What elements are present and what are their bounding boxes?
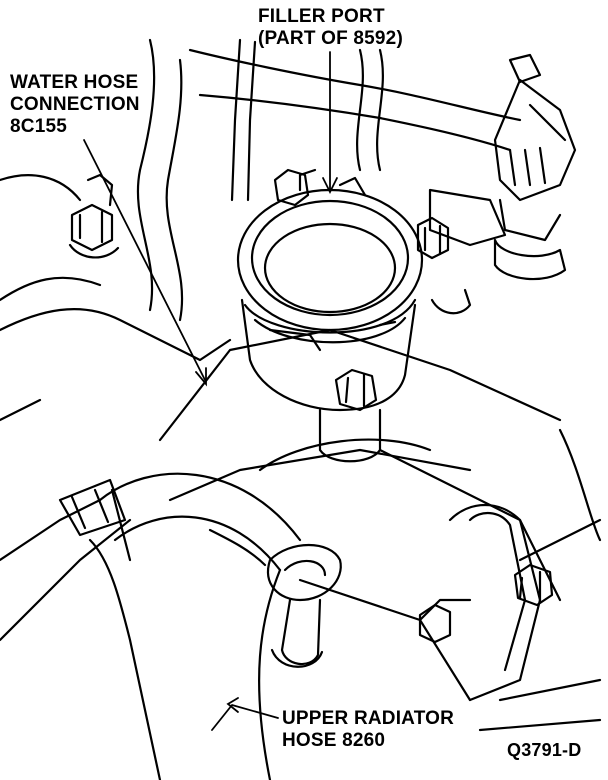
- upper-radiator-hose: [58, 472, 342, 780]
- figure-code: Q3791-D: [507, 740, 582, 760]
- engine-block: [0, 174, 602, 732]
- housing-bolts: [273, 168, 472, 412]
- right-bolt: [418, 563, 554, 644]
- water-hose-arrowhead: [195, 367, 207, 387]
- filler-port-label: FILLER PORT (PART OF 8592): [258, 6, 403, 50]
- upper-radiator-label-line-2: HOSE 8260: [282, 730, 386, 751]
- filler-port-arrowhead: [322, 177, 338, 195]
- water-hose-label-line-3: 8C155: [10, 116, 67, 137]
- radiator-hose-leader: [211, 704, 279, 731]
- upper-radiator-label-line-1: UPPER RADIATOR: [282, 708, 455, 729]
- left-bolt: [68, 173, 120, 259]
- water-hose-label-line-1: WATER HOSE: [10, 72, 139, 93]
- top-hoses: [136, 38, 522, 322]
- upper-radiator-label: UPPER RADIATOR HOSE 8260: [282, 708, 454, 752]
- water-hose-label: WATER HOSE CONNECTION 8C155: [10, 72, 140, 138]
- sensor-connector: [428, 53, 577, 281]
- radiator-hose-arrowhead: [226, 697, 239, 713]
- filler-port-label-line-1: FILLER PORT: [258, 6, 385, 27]
- leader-lines: [83, 51, 338, 731]
- water-hose-label-line-2: CONNECTION: [10, 94, 140, 115]
- water-hose-leader: [83, 139, 206, 381]
- filler-port-label-line-2: (PART OF 8592): [258, 28, 403, 49]
- filler-port-housing: [236, 168, 424, 463]
